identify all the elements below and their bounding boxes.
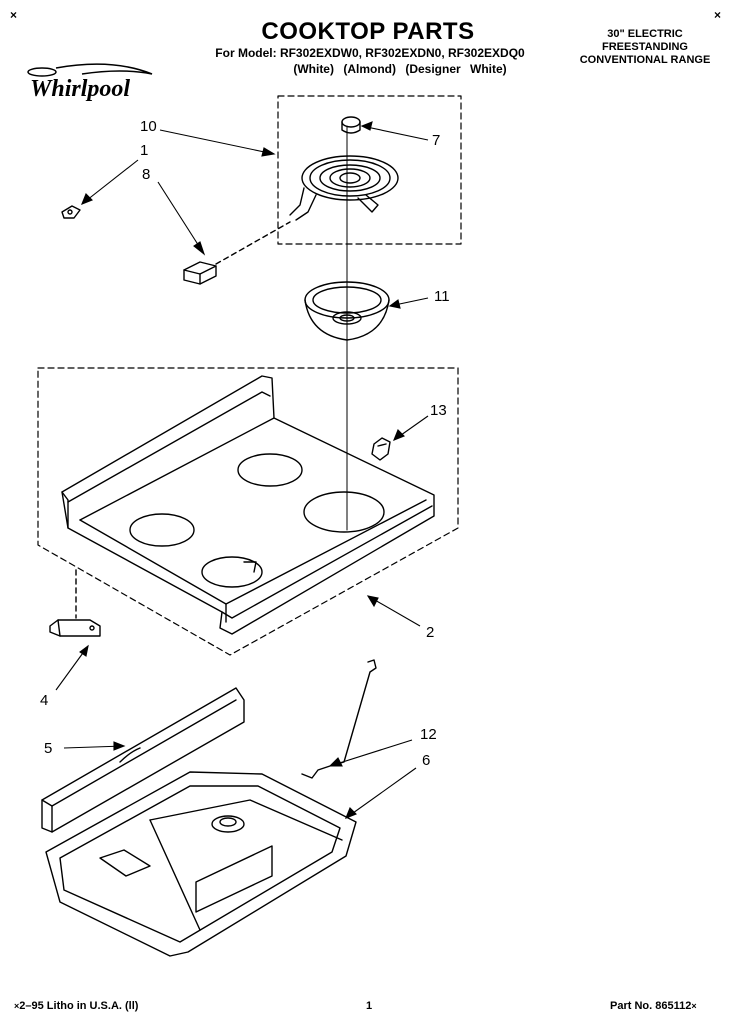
burner-box-part	[45, 771, 357, 957]
model-line: For Model: RF302EXDW0, RF302EXDN0, RF302…	[215, 46, 525, 60]
arrowhead-5	[113, 741, 126, 751]
corner-mark-bottom-left: ×	[14, 1001, 20, 1011]
cooktop-panel-part	[61, 375, 435, 635]
surface-element-part	[289, 155, 399, 221]
leader-line-12	[329, 739, 413, 767]
leader-line-10	[159, 129, 275, 155]
rear-channel-part	[41, 687, 245, 833]
variant-designer-white: (Designer White)	[405, 62, 507, 76]
arrowhead-13	[393, 429, 405, 441]
callout-6: 6	[422, 752, 431, 769]
leader-line-1	[81, 159, 139, 205]
range-line-3: CONVENTIONAL RANGE	[579, 54, 711, 66]
arrowhead-11	[388, 299, 401, 309]
leader-line-6	[345, 767, 417, 819]
callout-12: 12	[420, 726, 437, 743]
callout-13: 13	[430, 402, 447, 419]
callout-5: 5	[44, 740, 53, 757]
range-description: 30" ELECTRIC FREESTANDING CONVENTIONAL R…	[560, 28, 730, 67]
callout-11: 11	[434, 288, 450, 305]
footer-page-number: 1	[366, 1000, 373, 1012]
variant-almond: (Almond)	[343, 62, 396, 76]
range-line-2: FREESTANDING	[602, 41, 688, 53]
whirlpool-logo-icon: Whirlpool	[22, 62, 162, 102]
logo-wordmark: Whirlpool	[30, 76, 130, 102]
element-cap-part	[341, 116, 361, 134]
callout-7: 7	[432, 132, 441, 149]
callout-1: 1	[140, 142, 149, 159]
support-bracket-part	[49, 619, 101, 637]
arrowhead-6	[345, 807, 357, 819]
callout-2: 2	[426, 624, 435, 641]
page-title: COOKTOP PARTS	[261, 18, 475, 45]
corner-mark-top-left: ×	[10, 8, 18, 22]
arrowhead-7	[360, 121, 373, 131]
clip-part	[61, 205, 81, 219]
part-number-text: Part No. 865112	[610, 1000, 692, 1012]
footer-litho: ×2–95 Litho in U.S.A. (ll)	[14, 1000, 138, 1012]
terminal-block-part	[183, 261, 217, 285]
corner-mark-top-right: ×	[714, 8, 722, 22]
element-assembly-box	[277, 95, 462, 245]
model-variants: (White) (Almond) (Designer White)	[250, 62, 550, 76]
callout-4: 4	[40, 692, 49, 709]
litho-text: 2–95 Litho in U.S.A. (ll)	[19, 1000, 139, 1012]
range-line-1: 30" ELECTRIC	[607, 28, 683, 40]
arrowhead-1	[81, 193, 93, 205]
variant-white: (White)	[293, 62, 334, 76]
arrowhead-10	[261, 147, 276, 157]
callout-8: 8	[142, 166, 151, 183]
arrowhead-8	[193, 241, 206, 256]
arrowhead-2	[366, 595, 379, 608]
cooktop-clip-part	[371, 437, 391, 461]
callout-10: 10	[140, 118, 157, 135]
arrowhead-12	[328, 757, 343, 767]
leader-line-7	[361, 125, 429, 141]
footer-part-number: Part No. 865112×	[610, 1000, 697, 1012]
leader-line-8	[157, 181, 205, 255]
arrowhead-4	[79, 644, 89, 657]
corner-mark-bottom-right: ×	[691, 1001, 697, 1011]
